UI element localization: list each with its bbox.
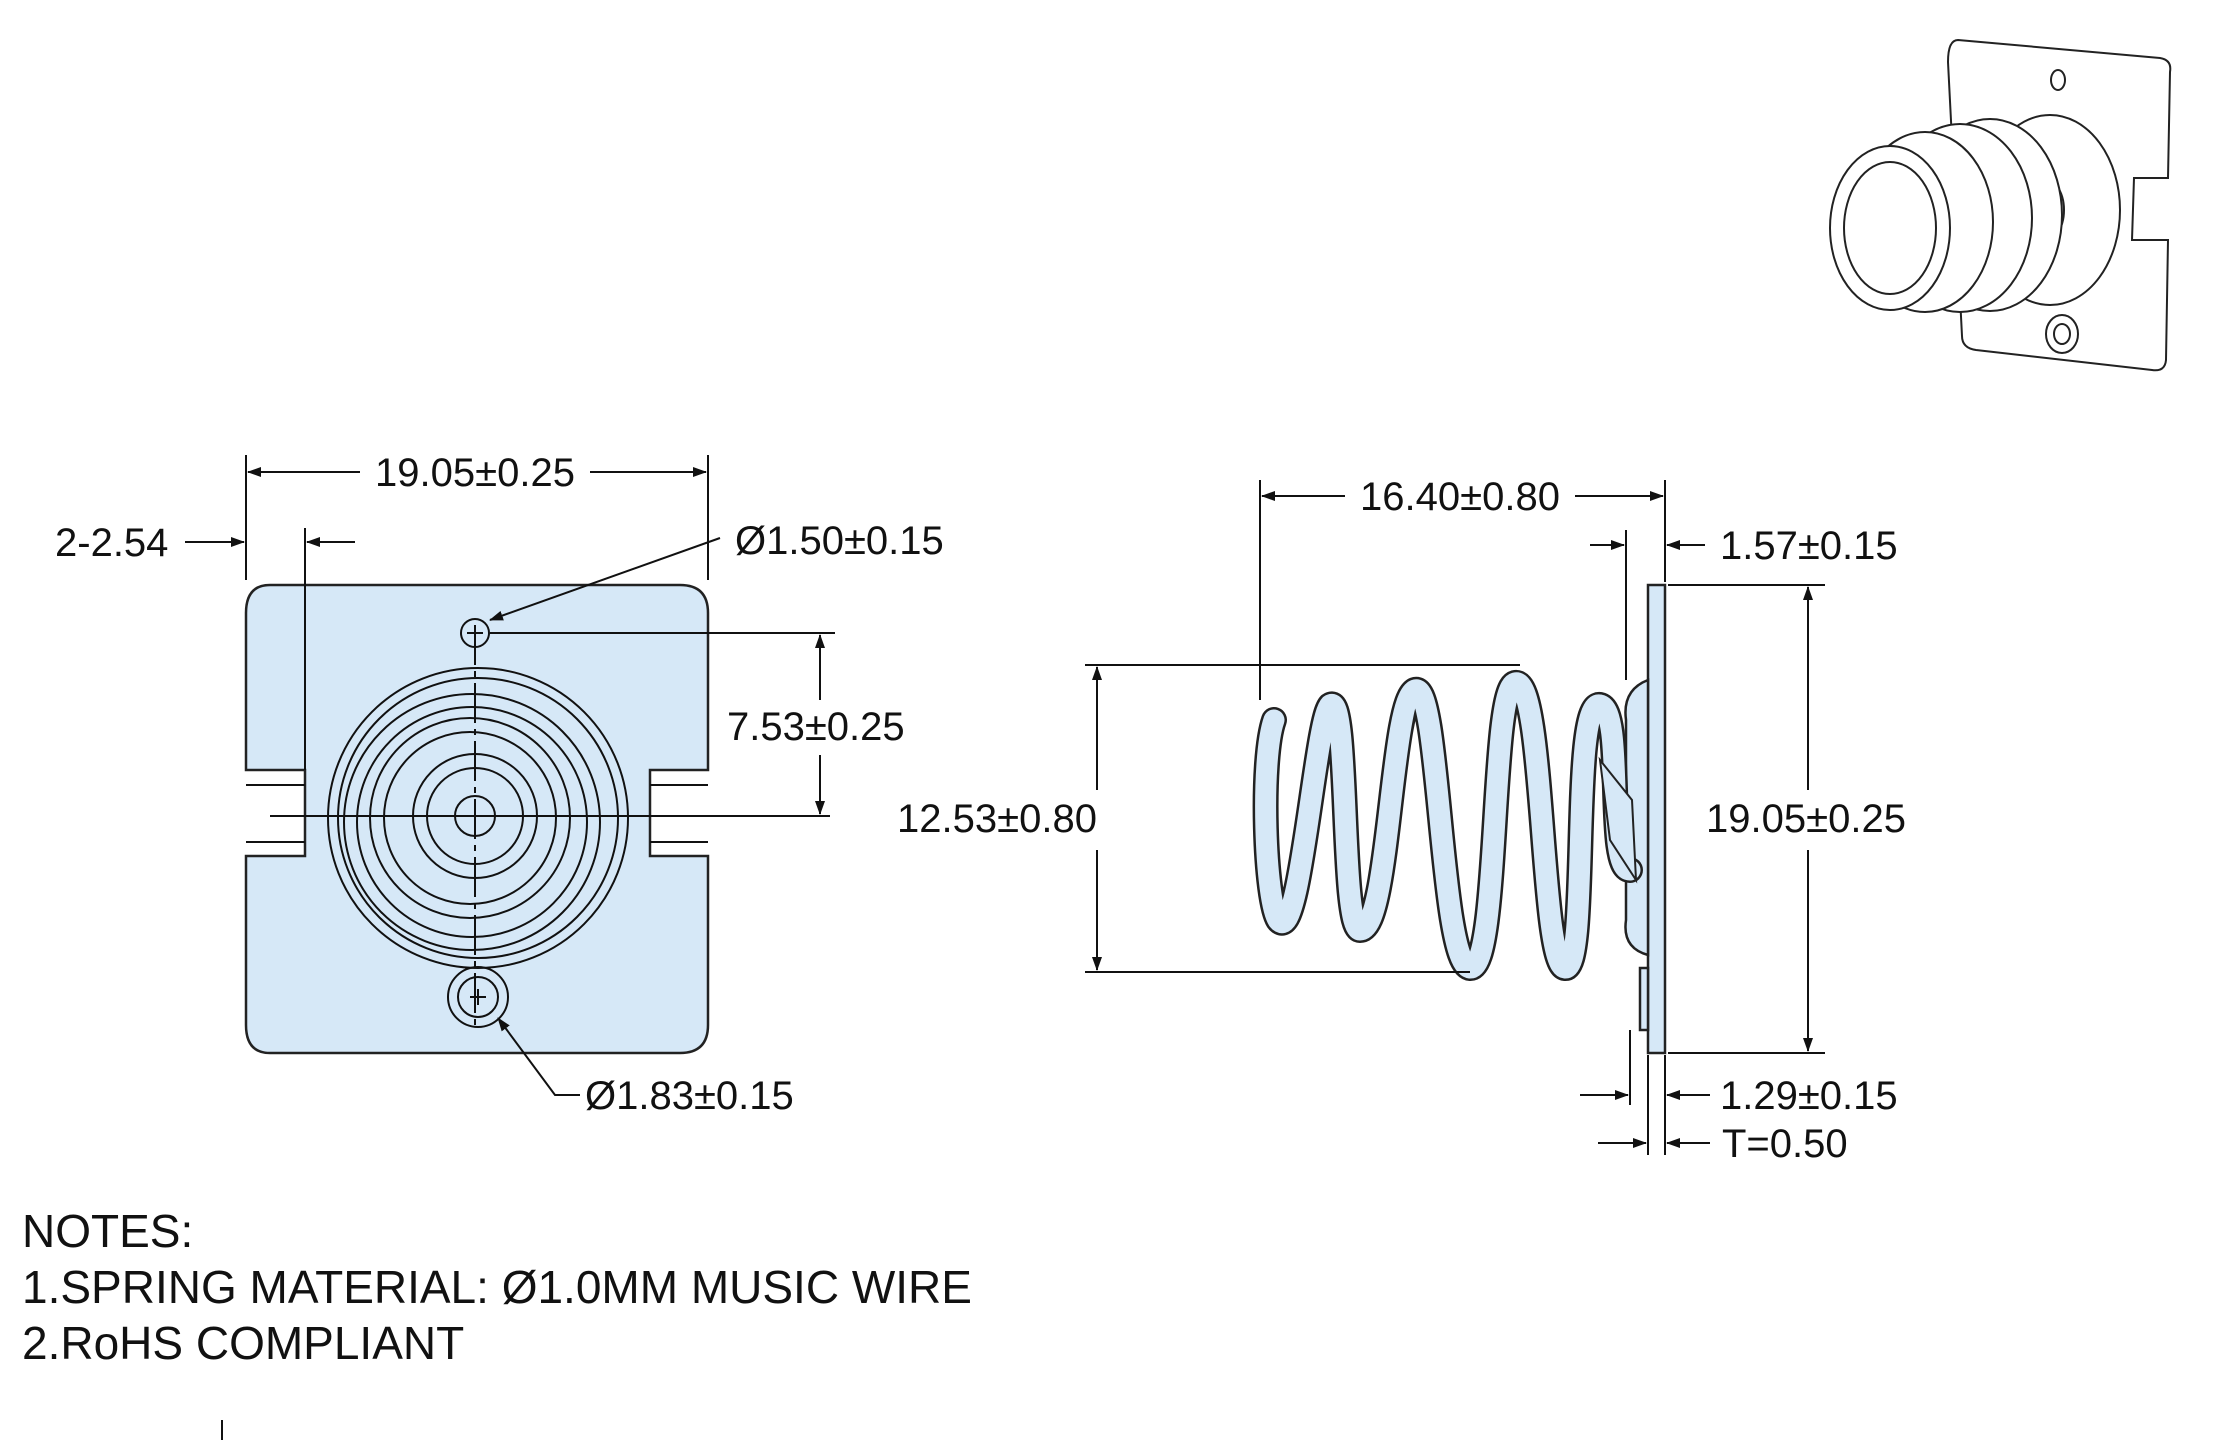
note-line-1: 1.SPRING MATERIAL: Ø1.0MM MUSIC WIRE: [22, 1261, 972, 1313]
dim-dimple-depth: 1.57±0.15: [1720, 524, 1898, 568]
side-spring: [1252, 670, 1643, 981]
dim-top-hole: Ø1.50±0.15: [735, 519, 944, 563]
note-line-2: 2.RoHS COMPLIANT: [22, 1317, 464, 1369]
dim-hole-offset: 7.53±0.25: [727, 705, 905, 749]
notes-heading: NOTES:: [22, 1205, 193, 1257]
front-plate: [244, 583, 710, 1055]
dim-bottom-hole: Ø1.83±0.15: [585, 1074, 794, 1118]
side-view: [1085, 480, 1825, 1155]
dim-slot-width: 2-2.54: [55, 521, 168, 565]
isometric-view: [1829, 38, 2172, 372]
dim-spring-length: 16.40±0.80: [1360, 475, 1560, 519]
dim-tab-offset: 1.29±0.15: [1720, 1074, 1898, 1118]
dim-thickness: T=0.50: [1722, 1122, 1848, 1166]
side-plate: [1646, 583, 1667, 1055]
isometric-spring: [1829, 114, 2121, 313]
dim-front-width: 19.05±0.25: [375, 451, 575, 495]
notes-block: NOTES: 1.SPRING MATERIAL: Ø1.0MM MUSIC W…: [22, 1205, 972, 1369]
dim-side-height: 19.05±0.25: [1706, 797, 1906, 841]
dim-spring-diameter: 12.53±0.80: [897, 797, 1097, 841]
front-view: [185, 455, 835, 1096]
